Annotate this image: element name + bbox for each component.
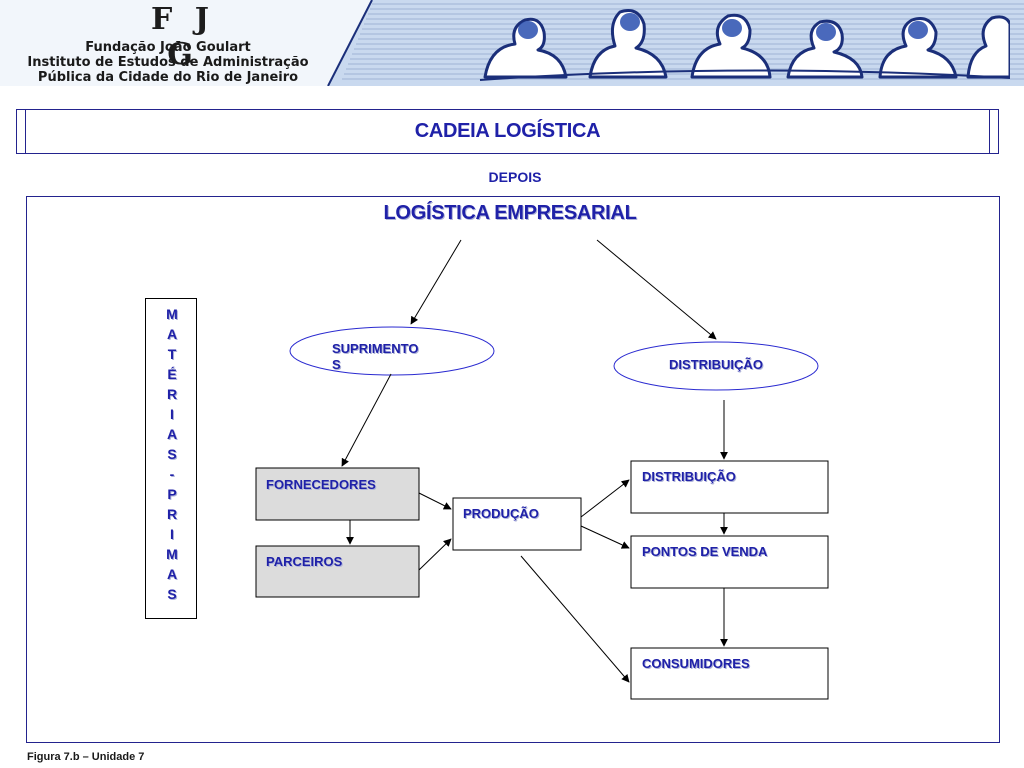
- header-logo-panel: [0, 0, 372, 86]
- institution-line-2: Instituto de Estudos de Administração: [27, 55, 309, 70]
- materias-primas-letter: A: [166, 426, 178, 442]
- diagram-frame: [26, 196, 1000, 743]
- arrow-parceiros-to-producao: [418, 538, 452, 571]
- suprimentos-label-line-2: S: [332, 357, 341, 372]
- materias-primas-letter: S: [167, 586, 177, 602]
- title-box-inner-frame: [25, 110, 990, 153]
- institution-line-1: Fundação João Goulart: [85, 40, 251, 55]
- materias-primas-letter: I: [170, 406, 174, 422]
- fjg-logo: F J G: [151, 2, 215, 72]
- consumidores-box: [630, 647, 829, 700]
- slide-subtitle: DEPOIS: [488, 169, 542, 185]
- pontos-de-venda-box: [630, 535, 829, 589]
- slide-title-box: CADEIA LOGÍSTICA: [16, 109, 999, 154]
- arrow-producao-to-distribuicao: [580, 479, 630, 518]
- parceiros-label: PARCEIROS: [266, 554, 343, 569]
- fornecedores-label: FORNECEDORES: [266, 477, 376, 492]
- header-banner: F J G Fundação João Goulart Instituto de…: [0, 0, 1024, 86]
- producao-box: [452, 497, 582, 551]
- materias-primas-letter: P: [167, 486, 177, 502]
- materias-primas-letter: I: [170, 526, 174, 542]
- slide-title: CADEIA LOGÍSTICA: [414, 120, 601, 142]
- materias-primas-letter: T: [167, 346, 177, 362]
- consumidores-label: CONSUMIDORES: [642, 656, 750, 671]
- arrow-producao-to-pontos: [580, 525, 630, 549]
- materias-primas-letter: M: [166, 306, 178, 322]
- arrow-fornecedores-to-producao: [418, 492, 452, 510]
- materias-primas-letter: A: [166, 326, 178, 342]
- arrow-suprimentos-to-fornecedores: [341, 373, 392, 467]
- suprimentos-label-line-1: SUPRIMENTO: [332, 341, 419, 356]
- arrow-root-to-suprimentos: [410, 239, 462, 325]
- suprimentos-oval: [289, 326, 495, 376]
- institution-line-3: Pública da Cidade do Rio de Janeiro: [37, 70, 299, 85]
- fornecedores-box: [255, 467, 420, 521]
- materias-primas-box: M A T É R I A S - P R I M A S: [145, 298, 197, 619]
- distribuicao-box: [630, 460, 829, 514]
- materias-primas-letter: R: [166, 386, 178, 402]
- arrow-producao-to-consumidores: [520, 555, 630, 683]
- distribuicao-box-label: DISTRIBUIÇÃO: [642, 469, 736, 484]
- materias-primas-letter: M: [166, 546, 178, 562]
- distribuicao-oval-label: DISTRIBUIÇÃO: [669, 357, 763, 372]
- figure-caption: Figura 7.b – Unidade 7: [27, 751, 145, 763]
- materias-primas-letter: É: [167, 366, 177, 382]
- materias-primas-letter: -: [169, 466, 175, 482]
- parceiros-box: [255, 545, 420, 598]
- root-node-label: LOGÍSTICA EMPRESARIAL: [383, 202, 637, 224]
- people-illustration: [479, 9, 1010, 81]
- materias-primas-letter: S: [167, 446, 177, 462]
- arrow-root-to-distribuicao: [596, 239, 717, 340]
- distribuicao-oval: [613, 341, 819, 391]
- pontos-de-venda-label: PONTOS DE VENDA: [642, 544, 768, 559]
- materias-primas-letter: R: [166, 506, 178, 522]
- producao-label: PRODUÇÃO: [463, 506, 539, 521]
- materias-primas-letter: A: [166, 566, 178, 582]
